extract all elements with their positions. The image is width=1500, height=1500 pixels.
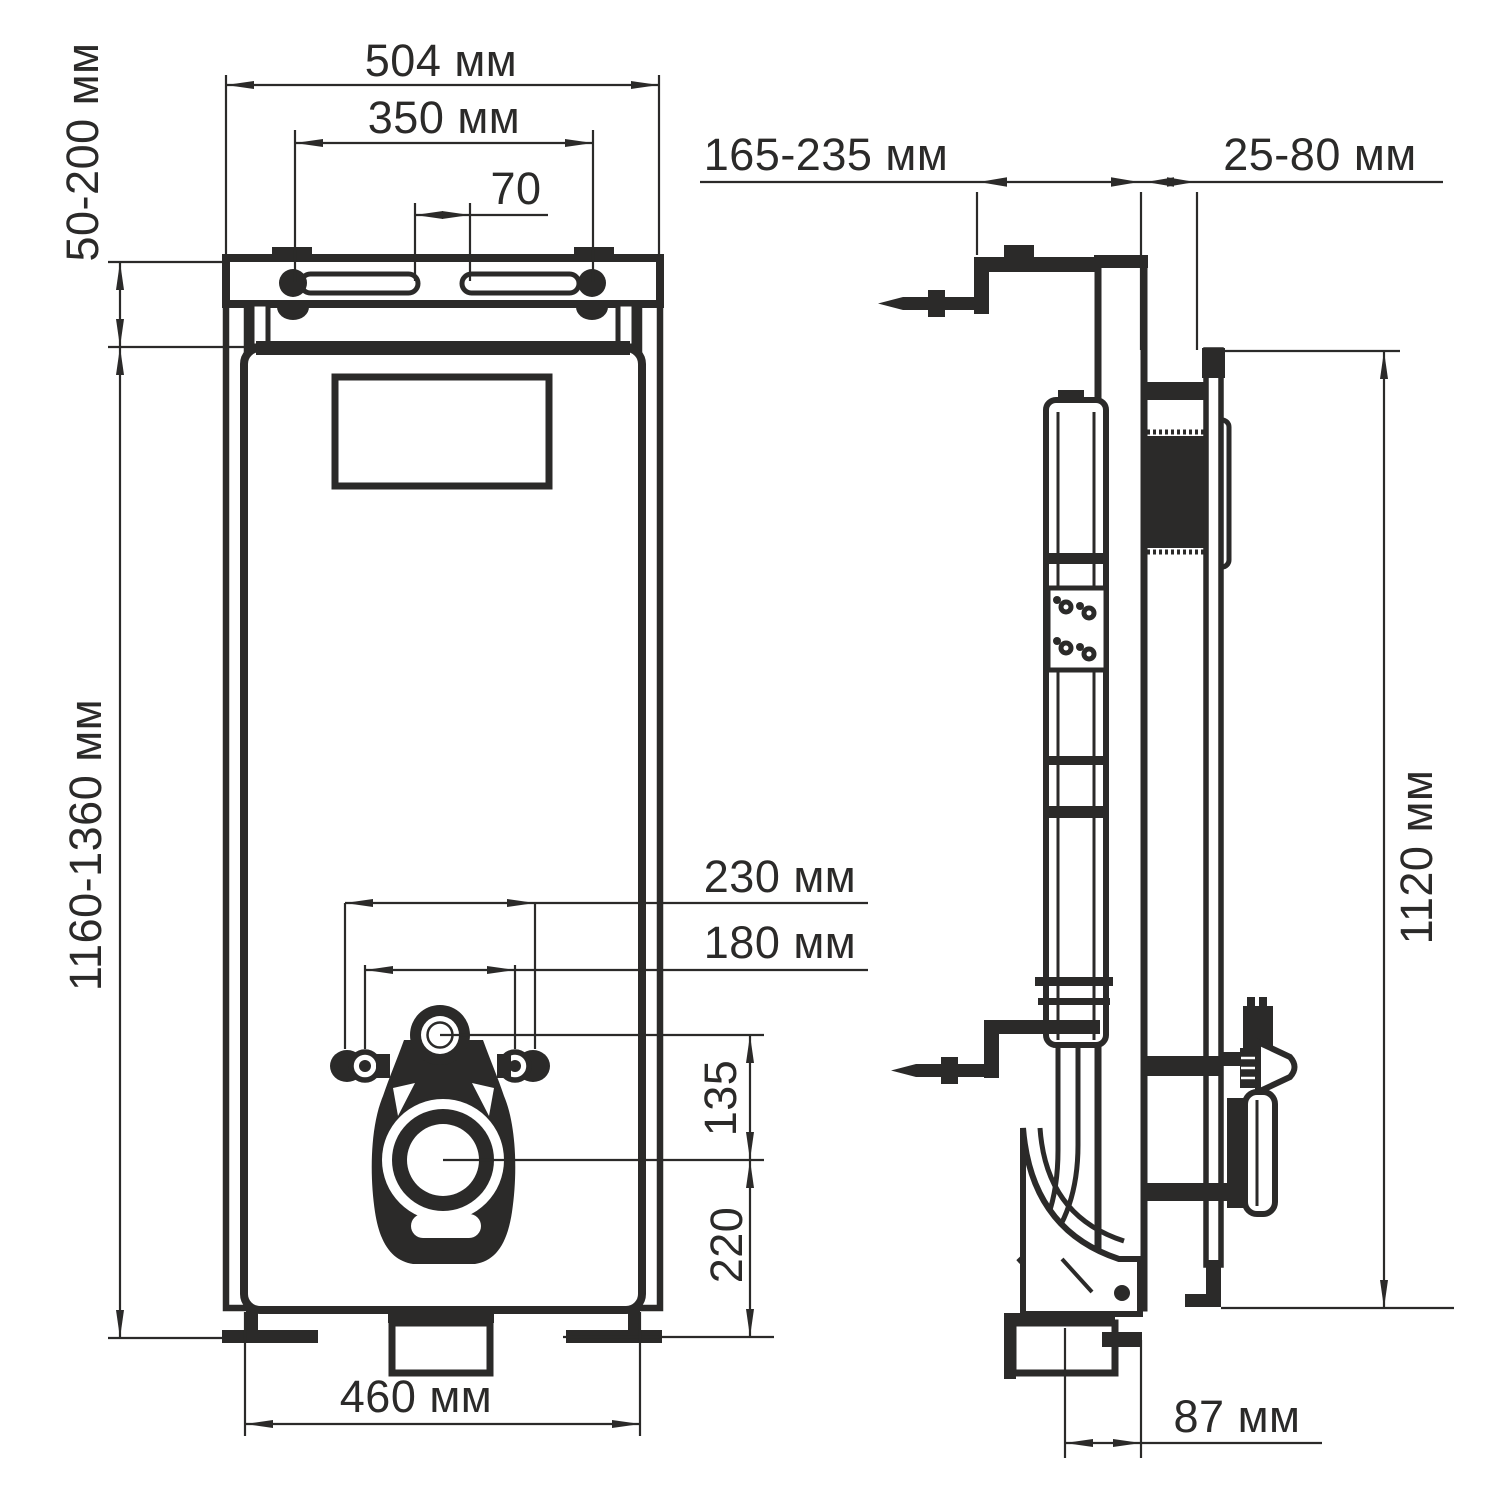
wall-strut-middle xyxy=(1144,1056,1219,1076)
flush-connector-flange xyxy=(1227,1089,1278,1217)
dim-base-width-label: 460 мм xyxy=(340,1371,492,1422)
dim-hanger-spacing-label: 350 мм xyxy=(368,92,520,143)
dim-slot-gap-label: 70 xyxy=(490,163,541,214)
drain-elbow xyxy=(1004,1127,1143,1379)
dimension-lines xyxy=(108,75,1454,1458)
foot-plate-left xyxy=(222,1330,318,1343)
bolt-head-left xyxy=(277,304,309,320)
foot-bracket-right xyxy=(628,1308,640,1334)
dim-fixing-inner-label: 180 мм xyxy=(704,917,856,968)
flush-plate-opening xyxy=(331,373,553,490)
dim-depth-range-label: 165-235 мм xyxy=(704,129,949,180)
dim-fixing-outer-label: 230 мм xyxy=(704,851,856,902)
wall-strut-top xyxy=(1144,382,1206,400)
water-inlet-connection xyxy=(1219,997,1298,1097)
dim-inlet-outlet-label: 135 xyxy=(695,1060,746,1137)
crossbar-tab-left xyxy=(272,247,312,259)
cistern-side xyxy=(1043,397,1109,1048)
keyhole-plate xyxy=(1045,585,1109,673)
frame-top-cap xyxy=(1094,255,1148,268)
side-view xyxy=(878,245,1298,1379)
foot-bracket-left xyxy=(246,1308,258,1334)
front-view xyxy=(222,247,664,1377)
pan-fixing-bolt-left xyxy=(330,1049,382,1083)
hanger-slot-left xyxy=(298,271,421,296)
panel-hanger-right xyxy=(615,301,637,349)
dim-install-height-label: 1160-1360 мм xyxy=(60,699,111,991)
panel-top-rail xyxy=(256,341,630,355)
wall-strut-bottom xyxy=(1144,1183,1227,1201)
hanger-bolt-left xyxy=(279,269,307,297)
wall-plate-foot xyxy=(1185,1260,1221,1307)
drain-stub xyxy=(388,1319,494,1377)
dimension-labels: 504 мм 350 мм 70 50-200 мм 1160-1360 мм … xyxy=(57,35,1442,1442)
dim-frame-width-label: 504 мм xyxy=(365,35,517,86)
dim-finish-gap-label: 25-80 мм xyxy=(1223,129,1416,180)
wall-plate xyxy=(1203,347,1224,1268)
bolt-head-right xyxy=(576,304,608,320)
panel-hanger-left xyxy=(249,301,271,349)
dim-outlet-offset-label: 87 мм xyxy=(1174,1391,1301,1442)
dim-side-height-label: 1120 мм xyxy=(1391,770,1442,945)
hanger-bolt-right xyxy=(578,269,606,297)
dim-outlet-height-label: 220 xyxy=(701,1207,752,1284)
wall-bracket-upper xyxy=(878,245,1100,317)
hanger-slot-right xyxy=(459,271,582,296)
wall-bracket-lower xyxy=(891,1020,1100,1084)
dim-top-adjust-label: 50-200 мм xyxy=(57,43,108,262)
